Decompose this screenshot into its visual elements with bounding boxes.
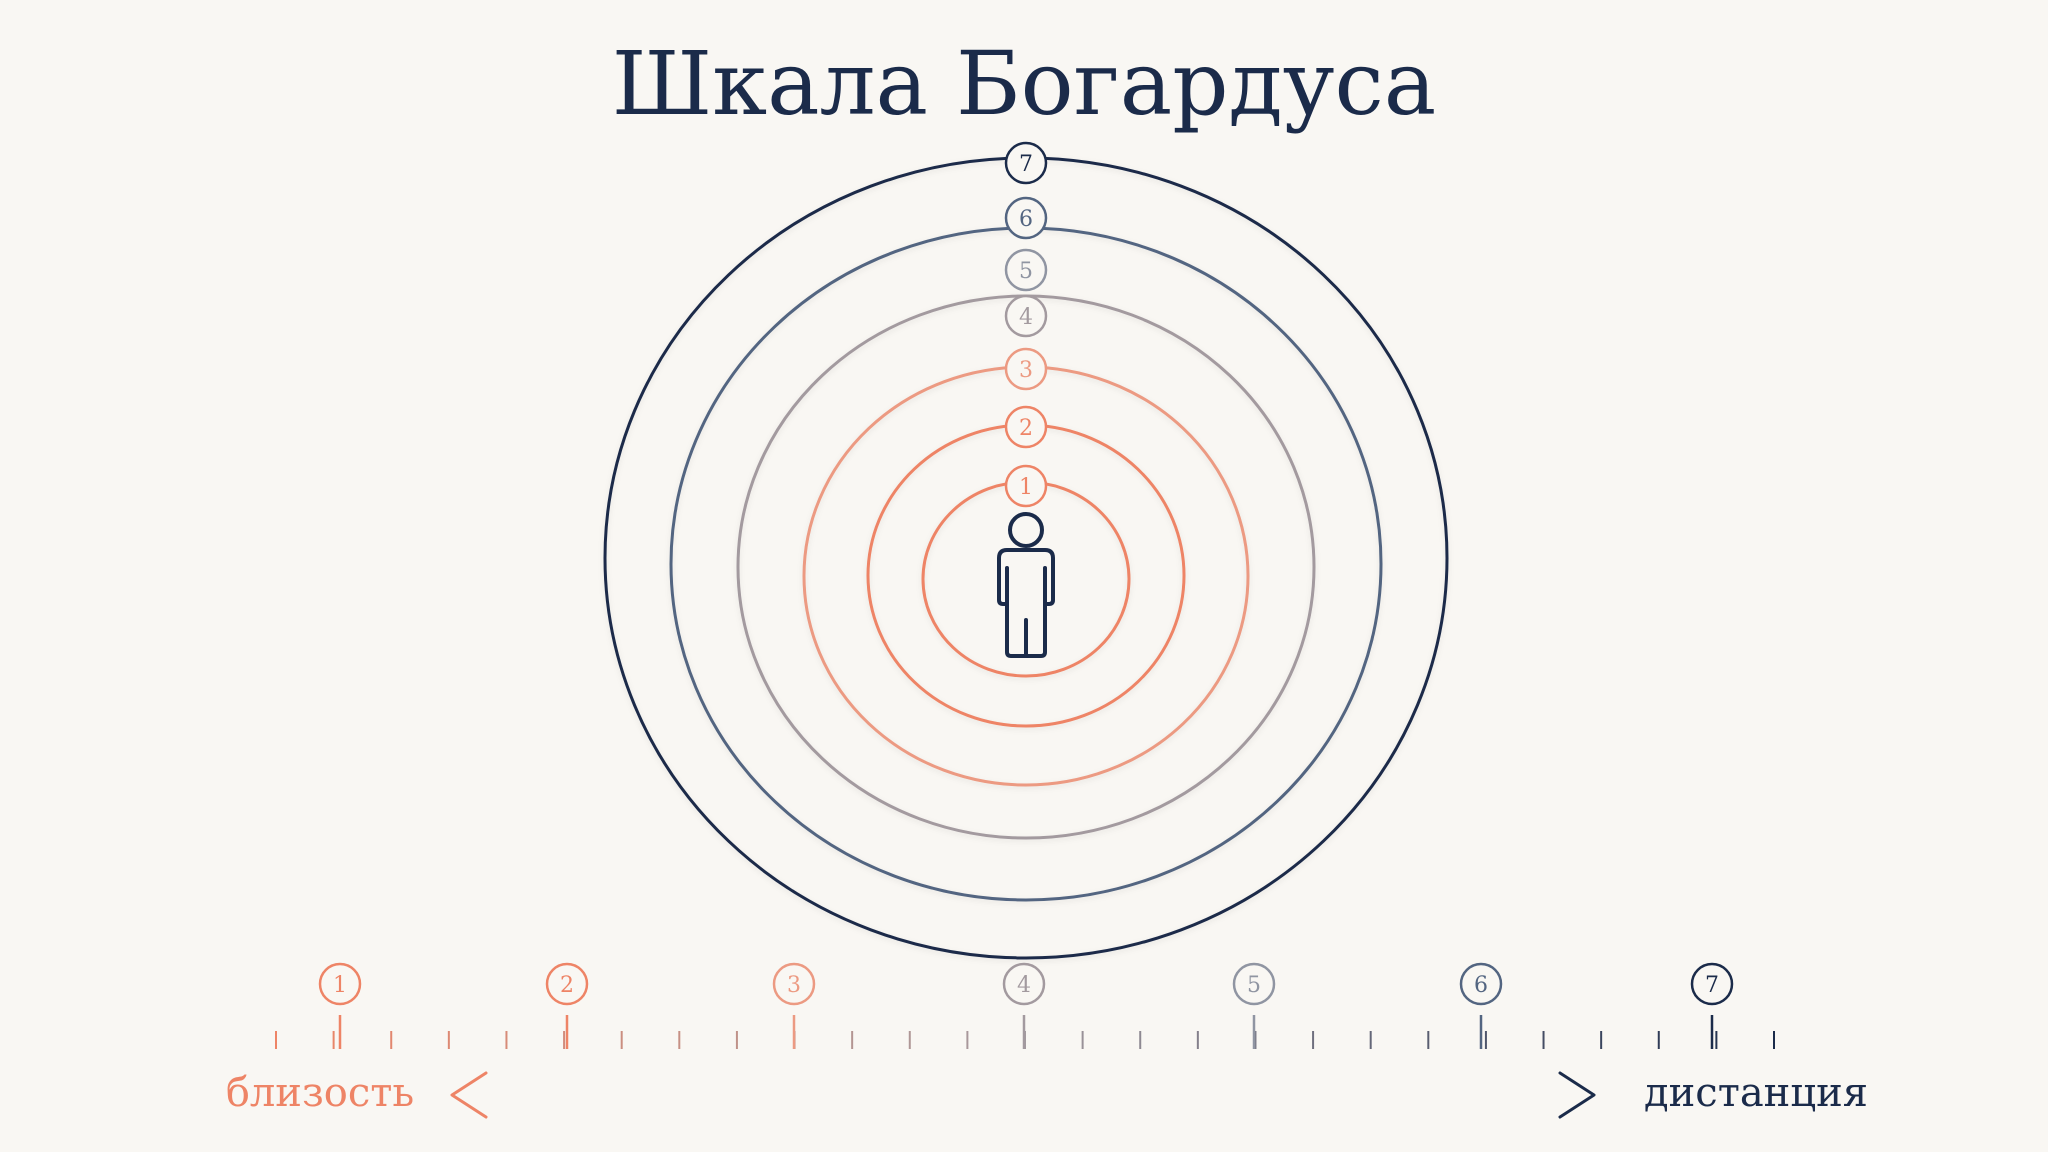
scale-badge-label-2: 2 [560,973,574,998]
scale-badge-2 [545,962,589,1006]
axis-left-label: близость [226,1070,414,1116]
circle-badge-label-6: 6 [1019,207,1033,232]
scale-badge-label-4: 4 [1017,973,1031,998]
circle-badge-label-7: 7 [1019,152,1033,177]
arrow-right-head [1558,1071,1596,1119]
scale-badge-label-5: 5 [1247,973,1261,998]
scale-badge-1 [318,962,362,1006]
scale-badge-4 [1002,962,1046,1006]
circle-badge-label-3: 3 [1019,358,1033,383]
circle-badge-label-1: 1 [1019,475,1033,500]
circle-badge-3 [1004,347,1048,391]
scale-badge-6 [1459,962,1503,1006]
scale-badge-label-6: 6 [1474,973,1488,998]
scale-badge-3 [772,962,816,1006]
circle-badge-1 [1004,464,1048,508]
circle-badge-label-2: 2 [1019,416,1033,441]
scale-badge-7 [1690,962,1734,1006]
circle-badge-label-4: 4 [1019,305,1033,330]
circle-badge-5 [1004,248,1048,292]
scale-badge-label-3: 3 [787,973,801,998]
circle-badge-7 [1004,141,1048,185]
axis-right-label: дистанция [1644,1070,1868,1116]
scale-badge-label-7: 7 [1705,973,1719,998]
page-title: Шкала Богардуса [611,32,1437,135]
circle-badge-4 [1004,294,1048,338]
person-icon [997,512,1055,658]
scale-badge-label-1: 1 [333,973,347,998]
distance-scale: 1 2 3 4 5 6 7 [275,962,1775,1051]
circle-badge-label-5: 5 [1019,259,1033,284]
circle-badges-group: 1 2 3 4 5 6 7 [1004,141,1048,508]
circle-badge-6 [1004,196,1048,240]
arrow-left-head [450,1071,488,1119]
circle-badge-2 [1004,405,1048,449]
scale-badge-5 [1232,962,1276,1006]
